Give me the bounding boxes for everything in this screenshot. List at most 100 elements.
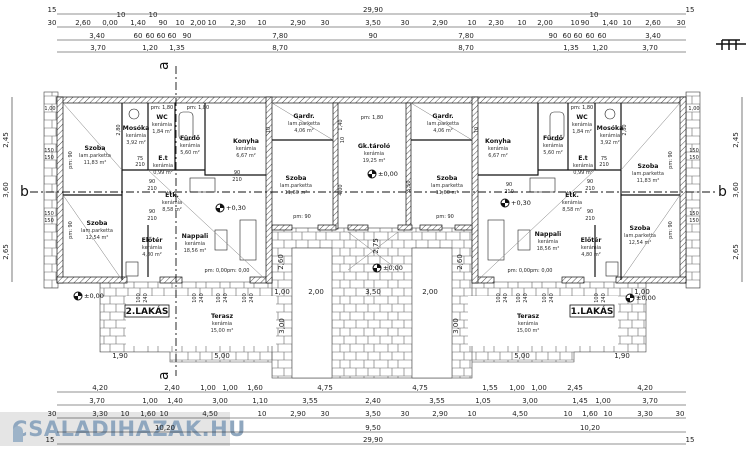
dimension-label: 4,50: [202, 410, 218, 418]
dimension-label: 7,80: [272, 32, 288, 40]
room-area: 3,92 m²: [126, 140, 146, 146]
level-label: +0,30: [226, 204, 246, 212]
level-label: +0,30: [511, 199, 531, 207]
dimension-label: 10: [564, 410, 573, 418]
dimension-label: 10,20: [155, 424, 175, 432]
room-floor: kerámia: [538, 238, 558, 245]
room-area: 18,56 m²: [184, 248, 207, 254]
door-size-label: 100: [594, 293, 600, 303]
room-floor: kerámia: [572, 121, 592, 128]
door-size-label: 100: [216, 293, 222, 303]
small-dimension: 150: [44, 211, 54, 217]
dimension-label: 1,35: [169, 44, 185, 52]
room-floor: lam.parketta: [427, 121, 459, 127]
room-floor: lam.parketta: [79, 153, 111, 159]
dimension-label: 15: [46, 436, 55, 444]
dimension-label: 2,30: [488, 19, 504, 27]
door-size-label: 210: [585, 186, 595, 192]
bathtub-icon: [178, 111, 194, 141]
dimension-label: 3,60: [732, 182, 740, 198]
room-floor: kerámia: [212, 320, 232, 327]
door-size-label: 210: [599, 162, 609, 168]
room-floor: kerámia: [562, 199, 582, 206]
small-dimension: 10: [340, 137, 346, 143]
dimension-label: 3,30: [92, 410, 108, 418]
room-area: 0,99 m²: [573, 170, 593, 176]
room-floor: kerámia: [185, 240, 205, 247]
dimension-label: 1,05: [475, 397, 491, 405]
terrace-dimension: 3,00: [452, 318, 460, 334]
door-size-label: 90: [587, 179, 593, 185]
room-floor: kerámia: [573, 162, 593, 169]
door-size-label: 240: [523, 293, 529, 303]
dimension-label: 1,00: [200, 384, 216, 392]
door-size-label: 210: [232, 177, 242, 183]
room-area: 12,54 m²: [629, 240, 652, 246]
washing-machine-icon: [604, 108, 616, 120]
left-side-paving: [43, 91, 59, 289]
section-lines: [30, 66, 716, 376]
door-size-label: 210: [585, 216, 595, 222]
room-name: Konyha: [233, 138, 259, 145]
section-mark: a: [156, 371, 172, 380]
room-floor: kerámia: [600, 132, 620, 139]
door-size-label: 240: [143, 293, 149, 303]
dimension-label: 30: [677, 19, 686, 27]
dimension-label: 4,20: [637, 384, 653, 392]
room-area: 8,58 m²: [162, 207, 182, 213]
door-size-label: 90: [506, 182, 512, 188]
dimension-label: 1,20: [592, 44, 608, 52]
door-size-label: 210: [135, 162, 145, 168]
room-floor: kerámia: [364, 150, 384, 157]
room-name: Étk.: [165, 190, 179, 199]
dimension-label: 1,20: [142, 44, 158, 52]
room-area: 15,00 m²: [517, 328, 540, 334]
dimension-label: 3,30: [637, 410, 653, 418]
dimension-label: 15: [48, 6, 57, 14]
dimension-label: 3,70: [642, 44, 658, 52]
door-size-label: 210: [504, 189, 514, 195]
level-label: ±0,00: [378, 170, 398, 178]
small-dimension: 150: [44, 155, 54, 161]
dimension-label: 30: [321, 410, 330, 418]
dimension-label: 1,35: [563, 44, 579, 52]
dimension-label: 1,45: [572, 397, 588, 405]
room-name: Nappali: [182, 233, 209, 240]
dimension-label: 2,45: [2, 132, 10, 148]
dimension-label: 1,40: [130, 19, 146, 27]
dimension-label: 2,65: [2, 244, 10, 260]
floor-height-note: pm: 90: [68, 221, 74, 239]
room-floor: kerámia: [142, 244, 162, 251]
dimension-label: 1,40: [602, 19, 618, 27]
room-floor: kerámia: [162, 199, 182, 206]
dimension-label: 60: [598, 32, 607, 40]
room-area: 12,54 m²: [86, 235, 109, 241]
level-marker-fill: [626, 294, 634, 302]
room-name: Előtér: [581, 235, 603, 244]
section-mark: a: [156, 61, 172, 70]
small-dimension: 10: [266, 127, 272, 133]
room-floor: kerámia: [236, 145, 256, 152]
small-dimension: 150: [689, 148, 699, 154]
room-area: 5,60 m²: [180, 150, 200, 156]
room-floor: kerámia: [152, 121, 172, 128]
terrace-dimension: 2,60: [277, 254, 285, 270]
dimension-label: 3,00: [212, 397, 228, 405]
small-dimension: 150: [689, 155, 699, 161]
room-name: WC: [156, 114, 168, 121]
dimension-label: 10: [149, 11, 158, 19]
door-size-label: 210: [147, 186, 157, 192]
door-size-label: 90: [149, 179, 155, 185]
small-dimension: 150: [44, 218, 54, 224]
room-area: 4,80 m²: [581, 252, 601, 258]
dimension-label: 1,00: [142, 397, 158, 405]
